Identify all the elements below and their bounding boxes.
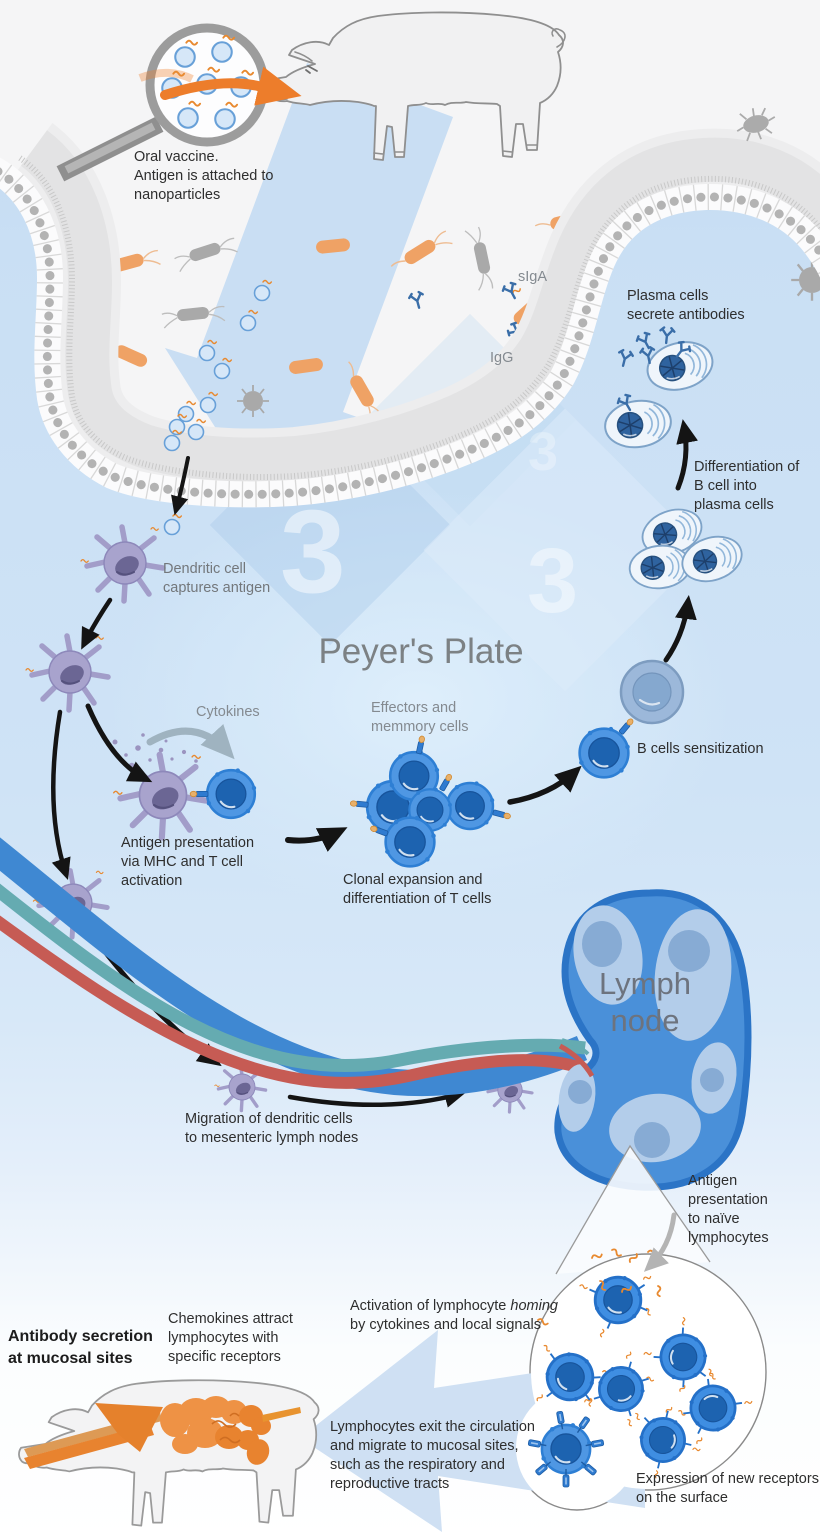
mucosal-organs (24, 1396, 301, 1469)
label-plasma-cells: Plasma cells secrete antibodies (627, 288, 745, 324)
label-differentiation: Differentiation of B cell into plasma ce… (694, 459, 800, 514)
label-igg: IgG (490, 350, 514, 366)
label-siga: sIgA (518, 269, 548, 285)
label-cytokines: Cytokines (196, 704, 260, 720)
label-antibody-secretion: Antibody secretion at mucosal sites (8, 1328, 153, 1367)
b-cell-sensitization-cells (577, 659, 685, 779)
activation-pre: Activation of lymphocyte (350, 1298, 511, 1314)
peyers-plate-title: Peyer's Plate (318, 632, 524, 671)
ingestion-flow-arrow (165, 63, 453, 465)
label-effectors: Effectors and memmory cells (371, 700, 469, 736)
cytokine-arrow (146, 724, 235, 760)
t-cell-activation (112, 733, 258, 820)
naive-lymphocytes (518, 1212, 757, 1488)
parasite-icon (736, 107, 776, 142)
gut-epithelium-wall (0, 123, 820, 508)
label-b-sensitization: B cells sensitization (637, 741, 764, 757)
label-antigen-presentation: Antigen presentation via MHC and T cell … (121, 835, 255, 890)
watermark-digit: 3 (280, 486, 346, 618)
process-arrows (51, 419, 698, 1108)
label-chemokines: Chemokines attract lymphocytes with spec… (168, 1311, 293, 1366)
label-oral-vaccine: Oral vaccine. Antigen is attached to nan… (134, 149, 274, 204)
callout-entry-arrow (643, 1212, 677, 1272)
activation-homing-italic: homing (510, 1298, 558, 1314)
watermark-digit: 3 (528, 422, 558, 482)
label-expression: Expression of new receptors on the surfa… (636, 1471, 819, 1507)
label-antigen-naive: Antigen presentation to naïve lymphocyte… (688, 1173, 769, 1247)
label-dendritic-capture: Dendritic cell captures antigen (163, 561, 271, 597)
lymph-node-title: Lymph node (599, 966, 691, 1038)
label-activation-homing: Activation of lymphocyte homing by cytok… (350, 1297, 566, 1335)
watermark-digit: 3 (527, 530, 578, 632)
cytokine-dots (112, 733, 198, 763)
magnifier-icon (56, 23, 302, 182)
activation-post: by cytokines and local signals (350, 1317, 542, 1334)
label-clonal-expansion: Clonal expansion and differentiation of … (343, 872, 492, 908)
label-lymphocytes-exit: Lymphocytes exit the circulation and mig… (330, 1419, 535, 1493)
label-migration: Migration of dendritic cells to mesenter… (185, 1111, 359, 1147)
blood-lymph-vessels (0, 837, 595, 1097)
pig-mucosal-sites-icon (18, 1379, 320, 1527)
lymph-node-icon (554, 889, 752, 1191)
vaccine-arrow (160, 66, 302, 106)
